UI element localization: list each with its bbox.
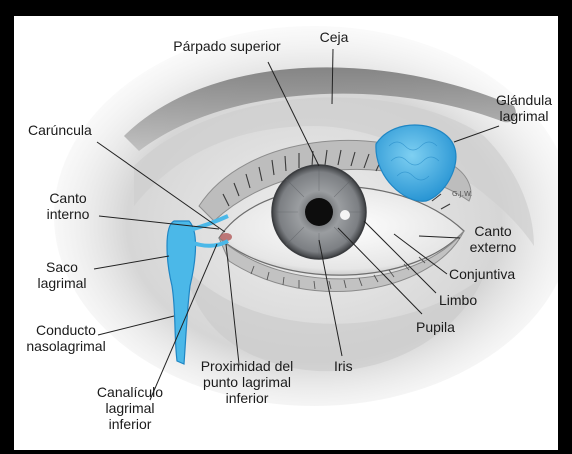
label-conducto-nasolagrimal: Conducto nasolagrimal [18,322,114,354]
label-canto-externo: Canto externo [460,223,526,255]
diagram-panel: G.J.W. Párpado superior Ceja Glándula la… [14,16,558,450]
label-caruncula: Carúncula [28,122,92,138]
label-pupila: Pupila [416,319,455,335]
label-glandula-lagrimal: Glándula lagrimal [490,92,558,124]
pupil-circle [305,198,333,226]
caruncle [220,233,232,241]
label-saco-lagrimal: Saco lagrimal [28,259,96,291]
label-limbo: Limbo [439,292,477,308]
label-ceja: Ceja [312,29,356,45]
label-conjuntiva: Conjuntiva [449,266,515,282]
label-proximidad-punto-lagrimal: Proximidad del punto lagrimal inferior [187,358,307,406]
label-canto-interno: Canto interno [34,190,102,222]
label-parpado-superior: Párpado superior [157,38,297,54]
label-canaliculo-lagrimal-inferior: Canalículo lagrimal inferior [88,384,172,432]
label-iris: Iris [334,358,353,374]
artist-signature: G.J.W. [452,190,472,198]
highlight [340,210,350,220]
